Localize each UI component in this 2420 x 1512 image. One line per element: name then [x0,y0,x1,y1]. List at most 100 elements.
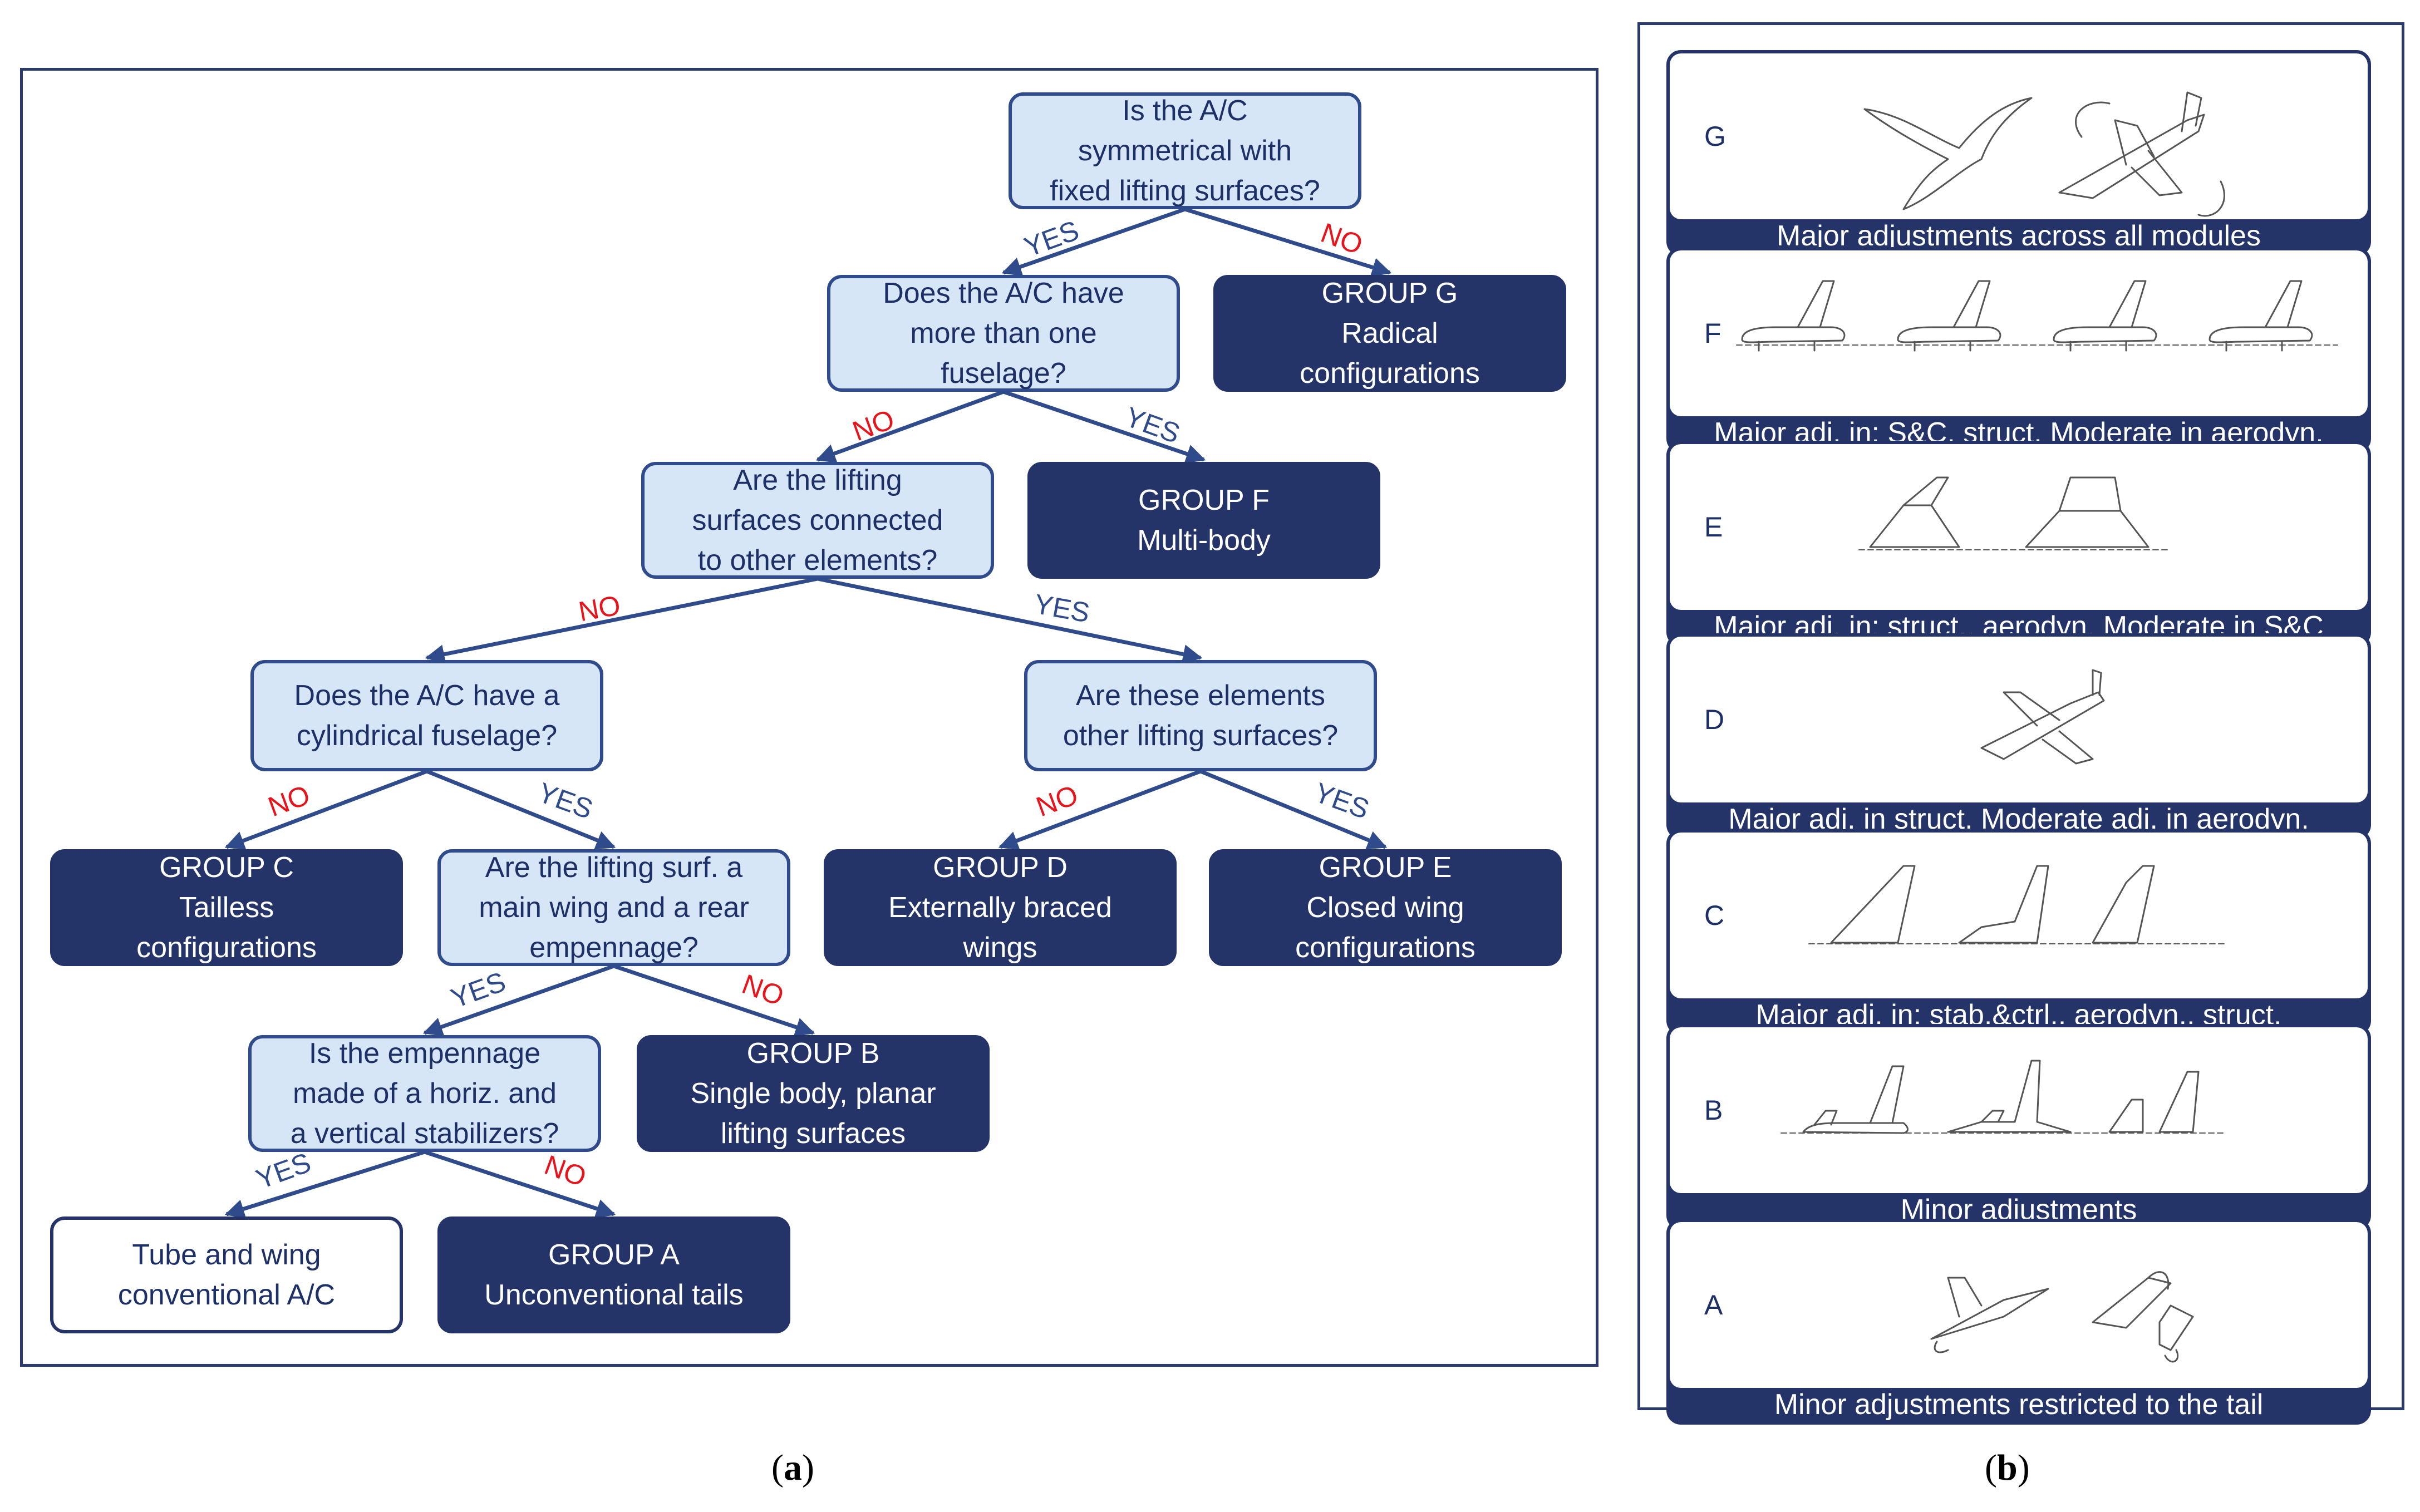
subfigure-label-b: (b) [1985,1447,2030,1489]
yes-label: YES [1310,777,1373,825]
no-label: NO [848,403,898,447]
node-q7-line: a vertical stabilizers? [290,1117,559,1150]
subfigure-label-b-close: ) [2017,1447,2030,1488]
subfigure-label-a-open: ( [771,1447,784,1488]
node-g-c-line: configurations [136,932,317,964]
group-card-illustration-area [1670,53,2368,219]
edge-q1-g_g [1184,207,1392,277]
node-g-a-line: GROUP A [548,1239,680,1271]
node-q3-line: to other elements? [697,544,938,577]
node-g-b-line: lifting surfaces [720,1117,906,1150]
group-card-caption: Minor adjustments restricted to the tail [1774,1388,2264,1421]
node-g-g-line: GROUP G [1321,277,1458,309]
node-q3-line: surfaces connected [692,504,943,536]
node-q3-line: Are the lifting [733,464,902,496]
aircraft-sketch-icon [1930,1271,2194,1363]
node-q5-line: Are these elements [1075,679,1326,712]
node-q1: Is the A/C symmetrical with fixed lifting … [1009,92,1361,209]
node-g-g-line: Radical [1341,317,1438,349]
edge-q6-g_b [613,964,815,1037]
no-label: NO [540,1149,591,1193]
node-g-e-line: Closed wing [1306,892,1464,924]
edge-q4-g_c [224,769,428,850]
subfigure-label-a-close: ) [801,1447,814,1488]
node-g-b-line: Single body, planar [690,1077,936,1110]
node-tube-line: conventional A/C [117,1279,336,1311]
subfigure-label-b-open: ( [1985,1447,1997,1488]
node-q4-line: cylindrical fuselage? [296,720,558,752]
group-card-illustration-area [1670,1222,2368,1388]
node-q5-line: other lifting surfaces? [1063,720,1339,752]
group-card-letter: A [1704,1289,1723,1321]
node-tube-line: Tube and wing [132,1239,321,1271]
aircraft-sketch-icon [1808,865,2227,944]
node-g-a-line: Unconventional tails [484,1279,744,1311]
node-g-f-line: GROUP F [1138,484,1270,516]
node-g-f: GROUP F Multi-body [1027,462,1380,579]
node-q4-line: Does the A/C have a [294,679,560,712]
edge-q3-q4 [425,577,818,664]
node-g-g: GROUP G Radical configurations [1213,275,1566,392]
no-label: NO [576,589,623,627]
node-g-b: GROUP B Single body, planar lifting surfac… [637,1035,990,1152]
no-label: NO [1032,779,1082,823]
group-card-illustration-area [1670,637,2368,802]
aircraft-sketch-icon [1980,669,2105,765]
node-g-a: GROUP A Unconventional tails [437,1217,790,1333]
subfigure-label-b-letter: b [1996,1447,2018,1488]
node-g-d: GROUP D Externally braced wings [824,849,1177,966]
edge-q2-g_f [1002,390,1206,464]
group-card-letter: G [1704,121,1726,152]
group-card-letter: D [1704,704,1725,735]
panel-a-frame [20,68,1598,1367]
node-g-g-line: configurations [1300,357,1480,390]
group-card-illustration-area [1670,444,2368,610]
node-g-c-line: Tailless [179,892,274,924]
node-g-e-line: configurations [1295,932,1475,964]
edge-q6-q7 [422,964,615,1037]
node-g-e-line: GROUP E [1319,851,1452,884]
node-q1-line: Is the A/C [1122,95,1248,127]
node-g-f-line: Multi-body [1137,524,1271,556]
edge-q5-g_d [998,769,1202,850]
edge-q7-g_a [424,1150,616,1218]
node-q7-line: made of a horiz. and [292,1077,557,1110]
node-q6-line: Are the lifting surf. a [485,851,743,884]
aircraft-sketch-icon [1863,91,2225,217]
subfigure-label-a: (a) [771,1447,814,1489]
node-q2-line: fuselage? [941,357,1066,390]
group-card-letter: C [1704,900,1725,931]
node-q1-line: symmetrical with [1078,135,1292,167]
node-g-d-line: Externally braced [888,892,1112,924]
edge-q3-q5 [817,577,1203,664]
group-card-illustration-area [1670,250,2368,416]
subfigure-label-a-letter: a [783,1447,802,1488]
group-card-illustration-area [1670,1027,2368,1193]
group-card-letter: E [1704,511,1723,543]
group-card-caption: Major adjustments across all modules [1777,220,2261,252]
aircraft-sketch-icon [1780,1060,2227,1134]
aircraft-sketch-icon [1736,280,2338,352]
node-g-e: GROUP E Closed wing configurations [1209,849,1562,966]
group-card-letter: F [1704,318,1721,349]
node-q4: Does the A/C have a cylindrical fuselage? [250,660,603,771]
node-q1-line: fixed lifting surfaces? [1050,175,1320,207]
no-label: NO [738,968,788,1012]
node-g-d-line: GROUP D [933,851,1068,884]
group-card-g: G Major adjustments across all modules [1666,50,2371,256]
node-g-b-line: GROUP B [746,1037,880,1070]
edge-q7-tube [224,1150,426,1219]
node-g-d-line: wings [963,932,1037,964]
edge-q1-q2 [1001,207,1186,277]
node-q3: Are the lifting surfaces connected to othe… [641,462,994,579]
